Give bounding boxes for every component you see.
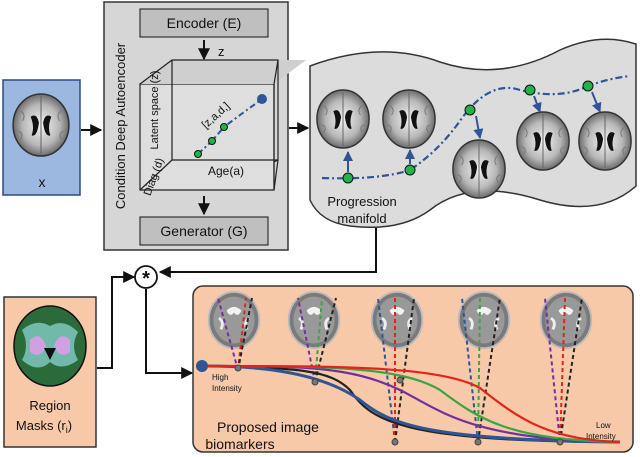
- autoencoder-panel: Condition Deep Autoencoder Encoder (E) z…: [103, 1, 306, 251]
- region-label-line2: Masks (ri): [16, 418, 72, 435]
- region-mask-pattern: [22, 322, 78, 368]
- biomarkers-label-line1: Proposed image: [217, 419, 319, 435]
- biomarker-brain: [370, 290, 424, 350]
- biomarkers-label-line2: biomarkers: [205, 436, 274, 452]
- latent-point-target: [257, 94, 267, 104]
- region-masks-box: Region Masks (ri): [3, 296, 97, 448]
- generator-label: Generator (G): [160, 223, 247, 239]
- combine-operator: *: [134, 265, 158, 290]
- manifold-point: [524, 84, 536, 96]
- biomarker-brain: [457, 290, 511, 350]
- manifold-brain: [516, 111, 570, 171]
- arrow-region-to-combine: [97, 271, 136, 369]
- region-mask-pattern: [30, 336, 70, 355]
- region-mask-ventricle: [44, 348, 56, 360]
- manifold-surface: [309, 38, 637, 229]
- manifold-point: [464, 104, 476, 116]
- input-label: x: [39, 174, 46, 190]
- curve-markers: [234, 364, 564, 446]
- cube-latent-axis-label: Latent space (z): [149, 71, 161, 150]
- latent-point: [194, 150, 202, 158]
- manifold-brain: [382, 89, 436, 149]
- cube-age-axis-label: Age(a): [208, 164, 244, 178]
- latent-point: [208, 137, 216, 145]
- biomarker-brain: [287, 290, 341, 350]
- combine-symbol: *: [142, 268, 150, 290]
- latent-point: [220, 123, 228, 131]
- biomarkers-panel: High Intensity Low Intensity Proposed im…: [192, 285, 634, 453]
- manifold-brain: [316, 89, 370, 149]
- low-intensity-label-2: Intensity: [586, 432, 616, 441]
- manifold-label-line1: Progression: [327, 194, 396, 209]
- encoder-box: [139, 8, 269, 38]
- curve-blue: [204, 364, 621, 444]
- progression-manifold: Progression manifold: [309, 38, 637, 229]
- manifold-point: [404, 164, 416, 176]
- curve-red: [204, 364, 621, 444]
- low-intensity-label: Low: [596, 421, 611, 430]
- arrow-combine-to-biomarkers: [145, 289, 194, 379]
- high-intensity-label: High: [212, 373, 228, 382]
- generator-box: [139, 216, 269, 246]
- input-image-box: x: [2, 79, 81, 196]
- manifold-point: [582, 80, 594, 92]
- high-intensity-label-2: Intensity: [212, 384, 242, 393]
- manifold-brain: [578, 111, 632, 171]
- manifold-arrow: [532, 95, 542, 113]
- arrow-manifold-to-combine: [158, 228, 377, 278]
- autoencoder-title: Condition Deep Autoencoder: [113, 42, 128, 209]
- manifold-label-line2: manifold: [337, 211, 386, 226]
- encoder-label: Encoder (E): [167, 15, 242, 31]
- input-brain-image: [12, 93, 70, 157]
- manifold-arrow: [591, 91, 602, 113]
- high-intensity-point: [196, 360, 208, 372]
- z-arrow-label: z: [218, 44, 225, 59]
- manifold-point: [342, 172, 354, 184]
- latent-cube: [139, 59, 306, 191]
- biomarker-curves: [204, 364, 621, 444]
- region-label-line1: Region: [29, 398, 70, 413]
- manifold-brain: [452, 139, 506, 199]
- manifold-arrow: [473, 115, 484, 139]
